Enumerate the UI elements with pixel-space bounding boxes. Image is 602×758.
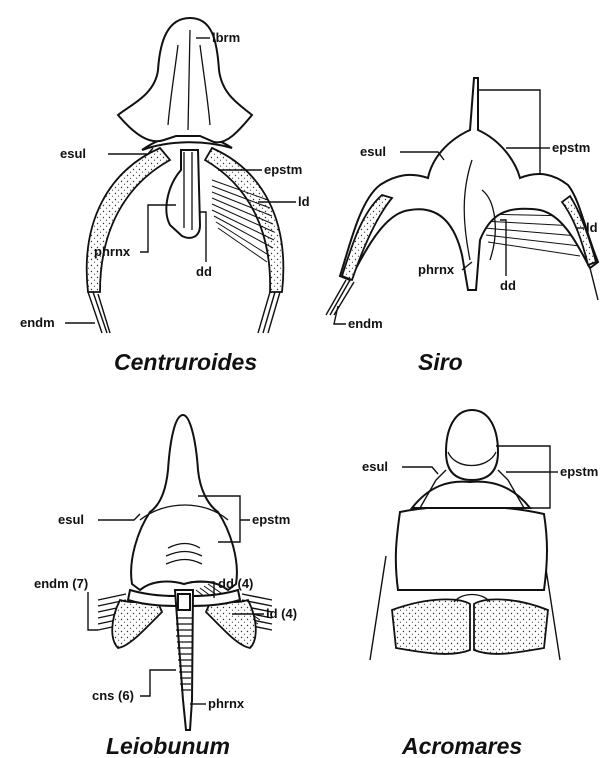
siro-endm-strands [326, 280, 354, 315]
leio-label-ld: ld (4) [266, 606, 297, 621]
caption-centruroides: Centruroides [114, 349, 257, 375]
acro-esul-leader [402, 467, 438, 474]
endm-left-strands [88, 292, 110, 333]
acro-epistome [412, 482, 530, 508]
panel-acromares: esul epstm Acromares [362, 410, 598, 758]
label-dd: dd [196, 264, 212, 279]
panel-leiobunum: esul epstm dd (4) endm (7) ld (4) cns (6… [34, 415, 297, 758]
leio-dd-tube [178, 594, 190, 610]
leio-cns-leader [140, 670, 176, 696]
siro-label-phrnx: phrnx [418, 262, 455, 277]
acro-label-epstm: epstm [560, 464, 598, 479]
acro-labrum [446, 410, 498, 480]
leio-endm-leader [88, 592, 98, 630]
siro-right-strand [590, 268, 598, 300]
leio-label-phrnx: phrnx [208, 696, 245, 711]
caption-acromares: Acromares [401, 733, 522, 758]
leio-label-dd: dd (4) [218, 576, 253, 591]
label-lbrm: lbrm [212, 30, 240, 45]
label-phrnx: phrnx [94, 244, 131, 259]
caption-leiobunum: Leiobunum [106, 733, 230, 758]
label-endm: endm [20, 315, 55, 330]
left-arm [87, 148, 170, 292]
siro-endm-leader [334, 306, 346, 324]
dd-leader [200, 212, 206, 262]
panel-siro: epstm esul ld phrnx dd endm Siro [326, 78, 598, 375]
leio-esul-leader [98, 514, 140, 520]
siro-label-dd: dd [500, 278, 516, 293]
pharynx [166, 150, 200, 238]
leio-label-esul: esul [58, 512, 84, 527]
siro-label-endm: endm [348, 316, 383, 331]
caption-siro: Siro [418, 349, 463, 375]
acro-label-esul: esul [362, 459, 388, 474]
endm-right-strands [258, 292, 280, 333]
acro-right-lobe [474, 599, 548, 654]
acro-plate [396, 506, 547, 590]
siro-dd-leader [500, 220, 506, 276]
label-ld: ld [298, 194, 310, 209]
acro-left-lobe [392, 599, 470, 654]
siro-label-epstm: epstm [552, 140, 590, 155]
panel-centruroides: lbrm esul epstm ld phrnx dd endm Centrur… [20, 18, 310, 375]
leio-label-endm: endm (7) [34, 576, 88, 591]
siro-label-ld: ld [586, 220, 598, 235]
label-epstm: epstm [264, 162, 302, 177]
leio-label-epstm: epstm [252, 512, 290, 527]
leio-body [131, 415, 237, 590]
siro-label-esul: esul [360, 144, 386, 159]
leio-label-cns: cns (6) [92, 688, 134, 703]
label-esul: esul [60, 146, 86, 161]
